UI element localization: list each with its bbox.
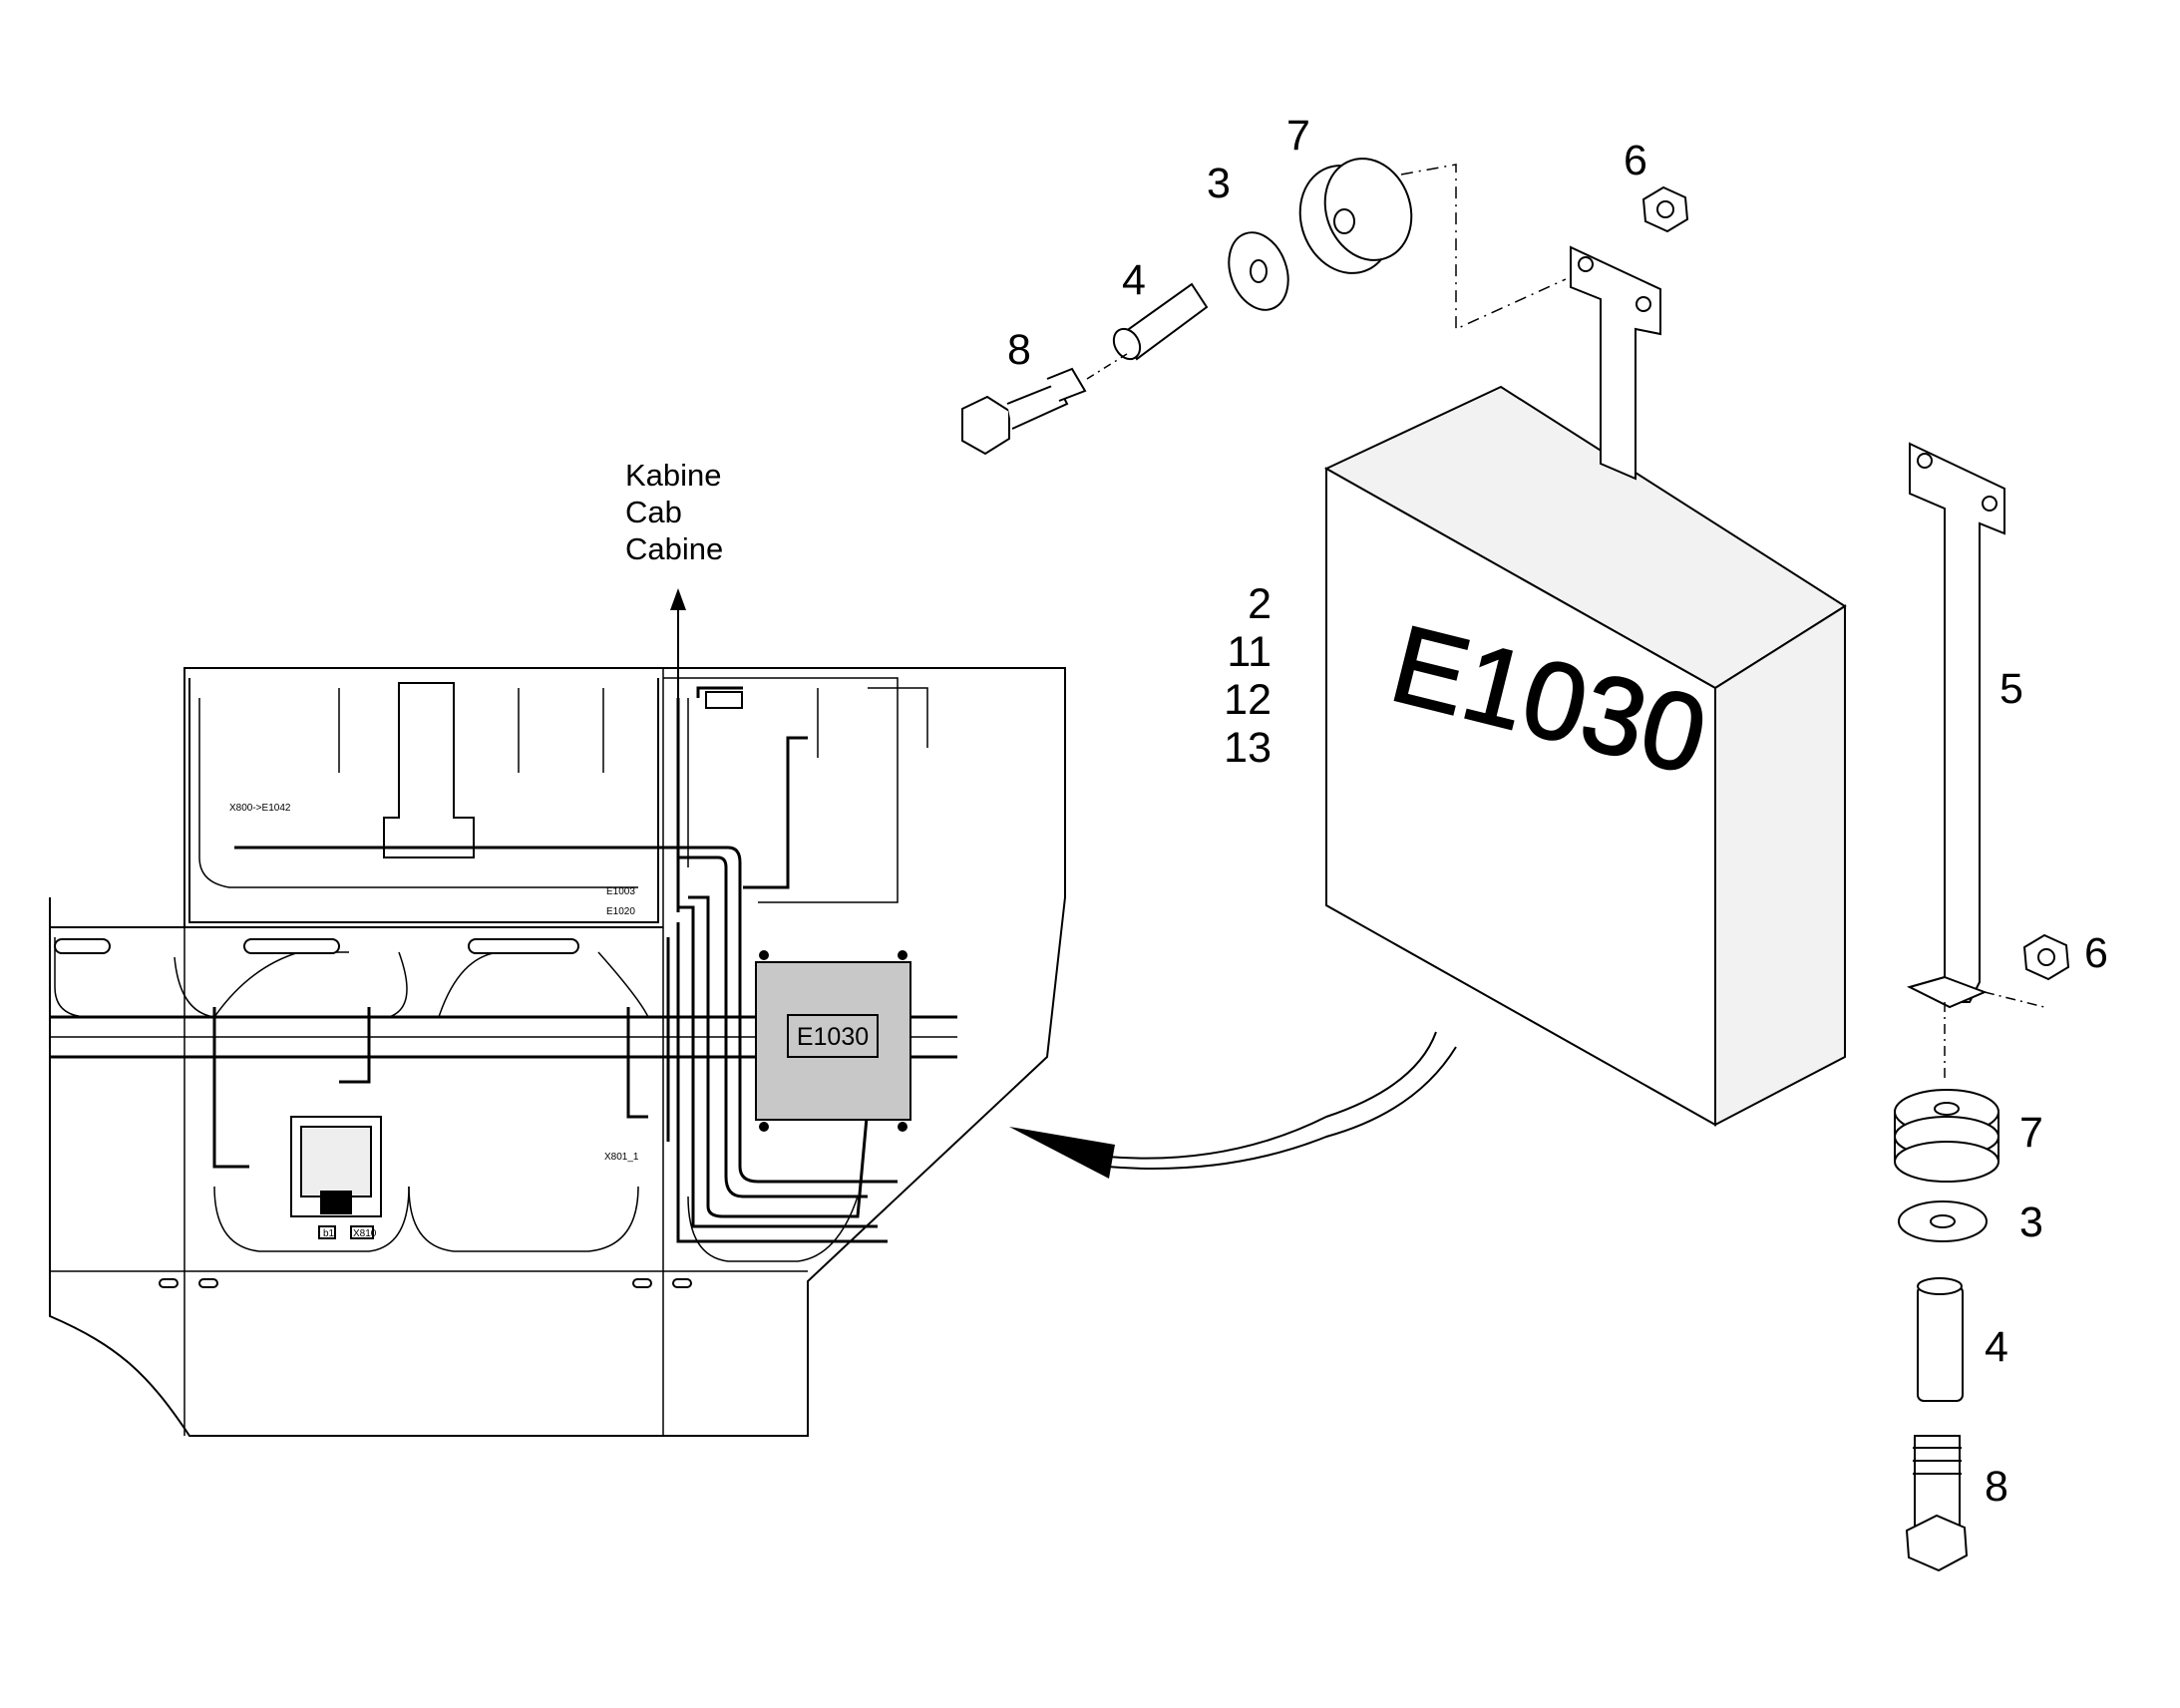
- wire-label-x801: X801_1: [604, 1152, 639, 1163]
- callout-top-mount: 7: [1286, 112, 1310, 160]
- wire-label-x800: X800->E1042: [229, 803, 291, 814]
- callout-top-nut: 6: [1624, 137, 1647, 184]
- callout-top-sleeve: 4: [1122, 256, 1146, 304]
- curved-arrow: [1009, 1031, 1457, 1179]
- e1030-box-exploded: E1030: [1323, 385, 1847, 1127]
- callout-top-bolt: 8: [1007, 326, 1031, 374]
- machine-frame: [49, 667, 1066, 1437]
- direction-arrow: [670, 588, 686, 838]
- wire-label-b1: b1: [323, 1228, 335, 1239]
- callout-right-mount: 7: [2019, 1109, 2043, 1157]
- callout-right-nut: 6: [2084, 929, 2108, 977]
- wire-label-x810: X810: [353, 1228, 377, 1239]
- wire-label-e1020: E1020: [606, 906, 635, 917]
- right-callouts: 5 6 7 3 4 8: [1985, 665, 2108, 1511]
- callout-right-sleeve: 4: [1985, 1323, 2008, 1371]
- callout-right-washer: 3: [2019, 1198, 2043, 1246]
- e1030-box-label-small: E1030: [797, 1023, 869, 1051]
- top-connector: [705, 691, 743, 709]
- group-callouts: 2 11 12 13: [1224, 580, 1272, 772]
- pump-unit: [290, 1116, 382, 1239]
- top-callouts: 8 4 3 7 6: [1007, 112, 1647, 374]
- callout-right-bracket: 5: [1999, 665, 2023, 713]
- wire-label-e1003: E1003: [606, 886, 635, 897]
- e1030-box-installed: E1030: [755, 950, 911, 1132]
- wire-labels: X800->E1042 E1003 E1020 X801_1 b1 X810: [229, 803, 639, 1239]
- direction-label-kabine: Kabine: [625, 458, 722, 493]
- callout-13: 13: [1224, 724, 1272, 772]
- callout-right-bolt: 8: [1985, 1463, 2008, 1511]
- callout-top-washer: 3: [1207, 160, 1231, 207]
- right-hardware: [1894, 933, 2070, 1572]
- right-bracket: [1907, 442, 2005, 1009]
- callout-2: 2: [1248, 580, 1272, 628]
- callout-11: 11: [1227, 628, 1272, 676]
- rail-cylinders: [54, 938, 579, 954]
- callout-12: 12: [1224, 676, 1272, 724]
- top-bracket: [1570, 245, 1661, 481]
- direction-label-cabine: Cabine: [625, 531, 723, 566]
- direction-label-cab: Cab: [625, 495, 682, 529]
- wiring-harness: [212, 686, 898, 1243]
- direction-labels: Kabine Cab Cabine: [625, 458, 723, 566]
- top-hardware: [961, 158, 1689, 456]
